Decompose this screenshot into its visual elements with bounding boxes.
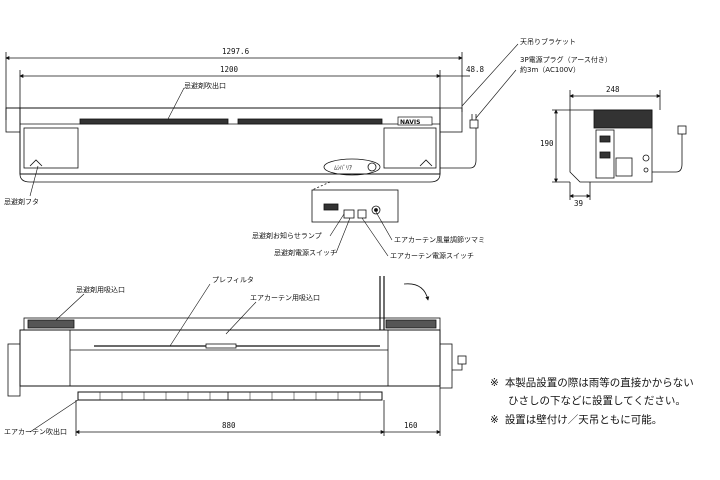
dim-bracket-depth: 39 [574,199,583,208]
note1-line2: ひさしの下などに設置してください。 [508,395,686,407]
front-view [5,43,519,197]
label-insect-intake: 忌避剤用吸込口 [76,285,125,294]
note-mark-2: ※ [490,414,499,426]
bottom-view [7,276,467,436]
dim-total-width: 1297.6 [222,47,250,56]
label-prefilter: プレフィルタ [212,275,254,284]
label-air-power-switch: エアカーテン電源スイッチ [390,251,474,260]
label-air-volume-knob: エアカーテン風量調節ツマミ [394,235,485,244]
side-view [552,90,687,200]
label-insect-outlet: 忌避剤吹出口 [184,81,226,90]
note-mark: ※ [490,377,499,389]
label-insect-cover: 忌避剤フタ [4,197,39,206]
note-mounting: ※ 設置は壁付け／天吊ともに可能。 [490,412,662,427]
dim-bracket-offset: 48.8 [466,65,485,74]
intake-slots [27,319,437,329]
outlet-ticks [99,392,361,400]
label-air-intake: エアカーテン用吸込口 [250,293,320,302]
dim-depth: 248 [606,85,620,94]
note-installation: ※ 本製品設置の際は雨等の直接かからない [490,375,694,390]
label-air-outlet: エアカーテン吹出口 [4,427,67,436]
control-panel-detail [311,181,399,257]
label-plug-line1: 3P電源プラグ（アース付き） [520,55,612,64]
label-ceiling-bracket: 天吊りブラケット [520,37,576,46]
dim-height: 190 [540,139,554,148]
note2-text: 設置は壁付け／天吊ともに可能。 [504,414,663,426]
dim-unit-width: 1200 [220,65,239,74]
note1-line1: 本製品設置の際は雨等の直接かからない [504,377,694,389]
dim-outlet-width: 880 [222,421,236,430]
dim-side-width: 160 [404,421,418,430]
label-insect-notice-lamp: 忌避剤お知らせランプ [252,231,322,240]
label-insect-power-switch: 忌避剤電源スイッチ [274,248,337,257]
label-plug-line2: 約3m（AC100V） [520,65,580,74]
insect-outlet-slots [79,118,383,125]
logo-text: ﾑｼﾊﾞﾘｱ [334,165,352,172]
brand-plate-text: NAVIS [400,119,420,126]
note-installation-line2: ひさしの下などに設置してください。 [508,393,686,408]
